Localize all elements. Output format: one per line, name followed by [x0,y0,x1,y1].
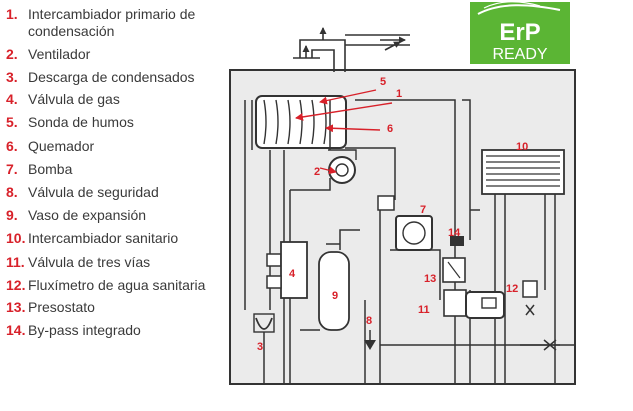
legend-number: 1. [6,6,18,22]
legend-number: 6. [6,137,18,154]
legend-item: 4. Válvula de gas [6,91,226,108]
badge-title: ErP [499,19,540,46]
legend-label: Vaso de expansión [28,207,147,224]
callout-5: 5 [380,76,386,88]
legend-number: 11. [6,253,25,270]
legend-label: Intercambiador primario de condensación [28,6,196,39]
legend-label: By-pass integrado [28,322,141,339]
callout-12: 12 [506,283,518,295]
callout-2: 2 [314,166,320,178]
legend-number: 7. [6,160,18,177]
primary-heat-exchanger [255,95,347,149]
three-way-valve [443,289,505,319]
gas-valve [266,241,308,299]
callout-11: 11 [418,304,430,316]
outlet-valve [543,339,557,351]
legend-item: 11.Válvula de tres vías [6,254,226,271]
legend-label: Ventilador [28,45,91,62]
legend-item: 2. Ventilador [6,46,226,63]
legend-item: 6. Quemador [6,138,226,155]
legend-label: Quemador [28,137,95,154]
erp-ready-badge: ErP READY [470,1,570,64]
legend-number: 10. [6,230,26,247]
legend-item: 12.Fluxímetro de agua sanitaria [6,277,226,294]
legend-number: 2. [6,45,18,62]
callout-6: 6 [387,123,393,135]
callout-14: 14 [448,227,461,239]
callout-1: 1 [396,88,402,100]
badge-subtitle: READY [492,46,547,63]
legend-label: Intercambiador sanitario [28,230,179,247]
legend-item: 5. Sonda de humos [6,114,226,131]
legend-label: Válvula de gas [28,91,120,108]
legend-label: Sonda de humos [28,114,134,131]
flue-pipe [293,27,410,72]
legend-label: Válvula de tres vías [28,253,151,270]
callout-10: 10 [516,141,528,153]
condensate-trap [253,313,275,384]
legend-item: 14.By-pass integrado [6,322,226,339]
legend-label: Presostato [28,299,95,316]
callout-arrows [295,89,393,175]
callout-8: 8 [366,315,372,327]
callout-13: 13 [424,273,436,285]
flowmeter [522,280,538,316]
legend-item: 10.Intercambiador sanitario [6,230,226,247]
callout-3: 3 [257,341,263,353]
legend: 1. Intercambiador primario de condensació… [6,6,226,346]
sanitary-heat-exchanger [481,149,565,195]
safety-valve [364,330,376,350]
callout-7: 7 [420,204,426,216]
legend-number: 13. [6,299,26,316]
legend-item: 8. Válvula de seguridad [6,184,226,201]
legend-label: Fluxímetro de agua sanitaria [28,276,206,293]
expansion-vessel [318,243,350,331]
callout-4: 4 [289,268,296,280]
leaf-icon-vein [483,1,541,9]
callout-9: 9 [332,290,338,302]
legend-label: Descarga de condensados [28,68,195,85]
leaf-icon [477,4,561,15]
legend-number: 3. [6,68,18,85]
legend-label: Válvula de seguridad [28,183,159,200]
legend-number: 4. [6,91,18,108]
legend-number: 8. [6,183,18,200]
legend-item: 1. Intercambiador primario de condensació… [6,6,226,40]
legend-item: 3. Descarga de condensados [6,69,226,86]
legend-label: Bomba [28,160,73,177]
legend-item: 9. Vaso de expansión [6,207,226,224]
legend-item: 13.Presostato [6,299,226,316]
pressure-switch [442,257,466,283]
legend-number: 14. [6,322,26,339]
bypass [450,236,464,246]
legend-number: 9. [6,207,18,224]
legend-number: 5. [6,114,18,131]
badge-background [470,2,570,64]
legend-item: 7. Bomba [6,161,226,178]
pump [377,195,433,251]
legend-number: 12. [6,276,26,293]
